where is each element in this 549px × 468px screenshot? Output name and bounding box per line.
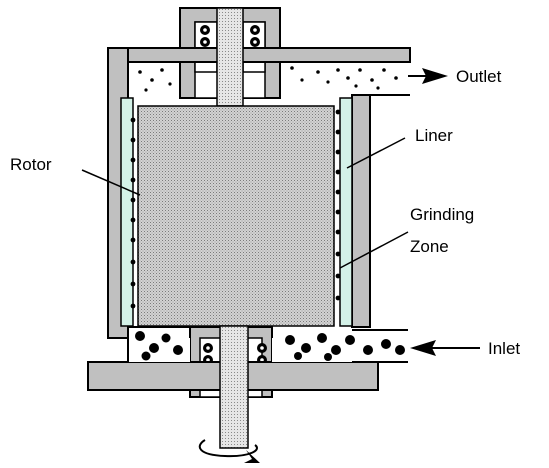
inlet-grinding-media (135, 331, 405, 361)
grinding-zone-label-line2: Zone (410, 237, 449, 256)
liner-label: Liner (415, 126, 453, 145)
grinding-media-right (335, 109, 341, 301)
inlet-arrow (410, 340, 480, 356)
outlet-particles (138, 66, 398, 92)
rotor-leader-line (81, 169, 141, 196)
grinding-zone-leader-line (339, 231, 409, 269)
rotor (137, 105, 335, 327)
rotation-arrow-icon (198, 439, 260, 463)
housing-top-wall (107, 47, 411, 63)
inlet-label: Inlet (488, 339, 520, 358)
inlet-pipe (352, 329, 408, 363)
outlet-arrow (408, 68, 448, 84)
liner-left (120, 97, 134, 327)
grinding-media-left (130, 117, 136, 309)
outlet-label: Outlet (456, 67, 502, 86)
outlet-pipe (355, 48, 411, 63)
rotor-shaft-top (216, 7, 244, 107)
rotor-shaft-bottom (219, 325, 249, 449)
liner-leader-line (346, 137, 406, 169)
liner-right (339, 97, 353, 327)
housing-right-wall (351, 94, 371, 328)
grinding-zone-label-line1: Grinding (410, 205, 474, 224)
rotor-label: Rotor (10, 155, 52, 174)
